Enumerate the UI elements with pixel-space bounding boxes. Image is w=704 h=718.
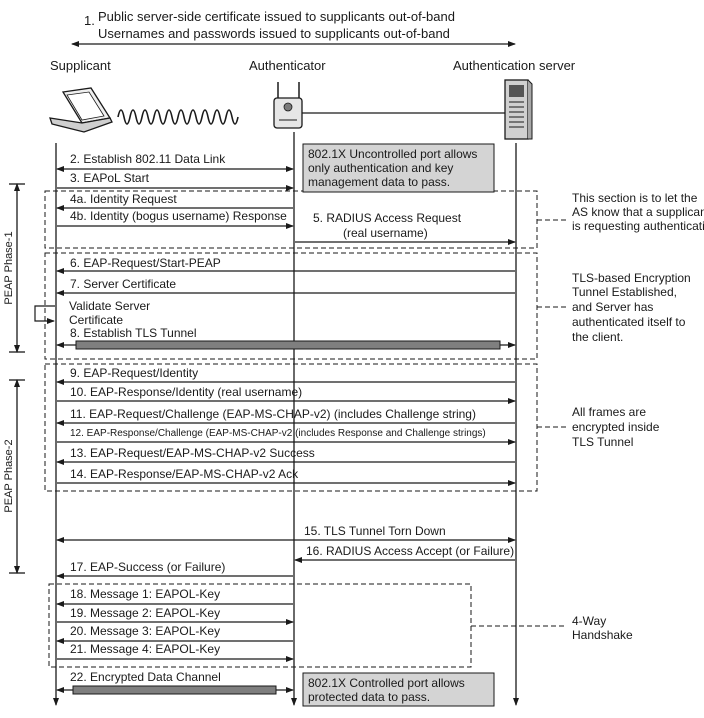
svg-text:20. Message 3: EAPOL-Key: 20. Message 3: EAPOL-Key — [70, 624, 220, 638]
phase2-bracket: PEAP Phase-2 — [3, 379, 25, 574]
as-note-line-3: is requesting authentication — [572, 219, 704, 233]
as-section-note: This section is to let the AS know that … — [572, 191, 704, 233]
validate-line-2: Certificate — [69, 313, 123, 327]
phase2-label: PEAP Phase-2 — [3, 439, 15, 512]
message-22: 22. Encrypted Data Channel — [56, 670, 294, 695]
header: 1. Public server-side certificate issued… — [71, 9, 516, 47]
uncontrolled-note-line-3: management data to pass. — [308, 175, 450, 189]
actor-supplicant-label: Supplicant — [50, 58, 111, 73]
phase1-bracket: PEAP Phase-1 — [3, 183, 25, 353]
access-point-icon — [273, 82, 303, 129]
controlled-note-line-2: protected data to pass. — [308, 690, 430, 704]
header-step-number: 1. — [84, 13, 95, 28]
svg-text:(real username): (real username) — [343, 226, 428, 240]
svg-text:5. RADIUS Access Request: 5. RADIUS Access Request — [313, 211, 462, 225]
server-icon — [504, 79, 533, 140]
controlled-port-note: 802.1X Controlled port allows protected … — [302, 672, 495, 707]
laptop-icon — [49, 87, 113, 133]
uncontrolled-note-line-1: 802.1X Uncontrolled port allows — [308, 147, 477, 161]
svg-text:9. EAP-Request/Identity: 9. EAP-Request/Identity — [70, 366, 198, 380]
encrypted-data-bar — [72, 685, 277, 695]
svg-text:12. EAP-Response/Challenge (EA: 12. EAP-Response/Challenge (EAP-MS-CHAP-… — [70, 428, 486, 439]
actor-authenticator-label: Authenticator — [249, 58, 326, 73]
svg-text:14. EAP-Response/EAP-MS-CHAP-v: 14. EAP-Response/EAP-MS-CHAP-v2 Ack — [70, 467, 299, 481]
encrypted-note-line-3: TLS Tunnel — [572, 435, 633, 449]
message-12: 12. EAP-Response/Challenge (EAP-MS-CHAP-… — [57, 428, 516, 445]
validate-certificate-step: Validate Server Certificate — [34, 299, 150, 327]
message-15: 15. TLS Tunnel Torn Down — [56, 524, 516, 543]
message-7: 7. Server Certificate — [56, 277, 515, 296]
tls-note-line-1: TLS-based Encryption — [572, 271, 691, 285]
message-4b: 4b. Identity (bogus username) Response — [57, 209, 294, 229]
svg-text:7. Server Certificate: 7. Server Certificate — [70, 277, 176, 291]
message-4a: 4a. Identity Request — [56, 192, 293, 211]
encrypted-note: All frames are encrypted inside TLS Tunn… — [572, 405, 660, 449]
tls-section-box — [44, 252, 538, 360]
message-21: 21. Message 4: EAPOL-Key — [57, 642, 294, 662]
validate-line-1: Validate Server — [69, 299, 150, 313]
svg-text:2. Establish 802.11 Data Link: 2. Establish 802.11 Data Link — [70, 152, 226, 166]
as-note-line-2: AS know that a supplicant — [572, 205, 704, 219]
actor-server-label: Authentication server — [453, 58, 576, 73]
tls-tunnel-bar — [75, 340, 501, 350]
uncontrolled-note-line-2: only authentication and key — [308, 161, 453, 175]
svg-text:8. Establish TLS Tunnel: 8. Establish TLS Tunnel — [70, 326, 197, 340]
message-11: 11. EAP-Request/Challenge (EAP-MS-CHAP-v… — [56, 407, 515, 426]
wireless-wave-icon — [117, 109, 239, 125]
svg-text:10. EAP-Response/Identity (rea: 10. EAP-Response/Identity (real username… — [70, 385, 302, 399]
svg-text:19. Message 2: EAPOL-Key: 19. Message 2: EAPOL-Key — [70, 606, 220, 620]
message-10: 10. EAP-Response/Identity (real username… — [57, 385, 516, 404]
uncontrolled-port-note: 802.1X Uncontrolled port allows only aut… — [302, 143, 495, 193]
svg-text:17. EAP-Success (or Failure): 17. EAP-Success (or Failure) — [70, 560, 225, 574]
svg-text:15. TLS Tunnel Torn Down: 15. TLS Tunnel Torn Down — [304, 524, 446, 538]
message-13: 13. EAP-Request/EAP-MS-CHAP-v2 Success — [56, 446, 515, 465]
controlled-note-line-1: 802.1X Controlled port allows — [308, 676, 465, 690]
message-18: 18. Message 1: EAPOL-Key — [56, 587, 293, 607]
message-9: 9. EAP-Request/Identity — [56, 366, 515, 385]
message-5: 5. RADIUS Access Request (real username) — [295, 211, 516, 245]
message-3: 3. EAPoL Start — [57, 171, 294, 191]
header-line-2: Usernames and passwords issued to suppli… — [98, 26, 450, 41]
tls-note-line-3: and Server has — [572, 300, 653, 314]
svg-text:16. RADIUS Access Accept (or F: 16. RADIUS Access Accept (or Failure) — [306, 544, 514, 558]
svg-text:6. EAP-Request/Start-PEAP: 6. EAP-Request/Start-PEAP — [70, 256, 221, 270]
message-8: 8. Establish TLS Tunnel — [56, 326, 516, 350]
message-2: 2. Establish 802.11 Data Link — [56, 152, 294, 172]
handshake-section-box — [48, 583, 472, 668]
as-note-line-1: This section is to let the — [572, 191, 698, 205]
message-14: 14. EAP-Response/EAP-MS-CHAP-v2 Ack — [57, 467, 516, 486]
phase1-label: PEAP Phase-1 — [3, 231, 15, 304]
message-20: 20. Message 3: EAPOL-Key — [56, 624, 293, 644]
encrypted-note-line-2: encrypted inside — [572, 420, 660, 434]
message-6: 6. EAP-Request/Start-PEAP — [56, 256, 515, 274]
tls-established-note: TLS-based Encryption Tunnel Established,… — [572, 271, 691, 344]
message-19: 19. Message 2: EAPOL-Key — [57, 606, 294, 625]
svg-text:13. EAP-Request/EAP-MS-CHAP-v2: 13. EAP-Request/EAP-MS-CHAP-v2 Success — [70, 446, 315, 460]
message-17: 17. EAP-Success (or Failure) — [56, 560, 293, 579]
tls-note-line-5: the client. — [572, 330, 623, 344]
tls-note-line-2: Tunnel Established, — [572, 285, 677, 299]
svg-text:18. Message 1: EAPOL-Key: 18. Message 1: EAPOL-Key — [70, 587, 220, 601]
header-line-1: Public server-side certificate issued to… — [98, 9, 455, 24]
svg-text:11. EAP-Request/Challenge (EAP: 11. EAP-Request/Challenge (EAP-MS-CHAP-v… — [70, 407, 476, 421]
tls-note-line-4: authenticated itself to — [572, 315, 686, 329]
svg-text:4a. Identity Request: 4a. Identity Request — [70, 192, 177, 206]
handshake-note-line-2: Handshake — [572, 628, 633, 642]
svg-text:4b. Identity (bogus username): 4b. Identity (bogus username) Response — [70, 209, 287, 223]
message-16: 16. RADIUS Access Accept (or Failure) — [294, 544, 515, 563]
handshake-note: 4-Way Handshake — [572, 614, 633, 642]
svg-text:3. EAPoL Start: 3. EAPoL Start — [70, 171, 150, 185]
svg-text:21. Message 4: EAPOL-Key: 21. Message 4: EAPOL-Key — [70, 642, 220, 656]
encrypted-note-line-1: All frames are — [572, 405, 646, 419]
svg-text:22. Encrypted Data Channel: 22. Encrypted Data Channel — [70, 670, 221, 684]
handshake-note-line-1: 4-Way — [572, 614, 606, 628]
